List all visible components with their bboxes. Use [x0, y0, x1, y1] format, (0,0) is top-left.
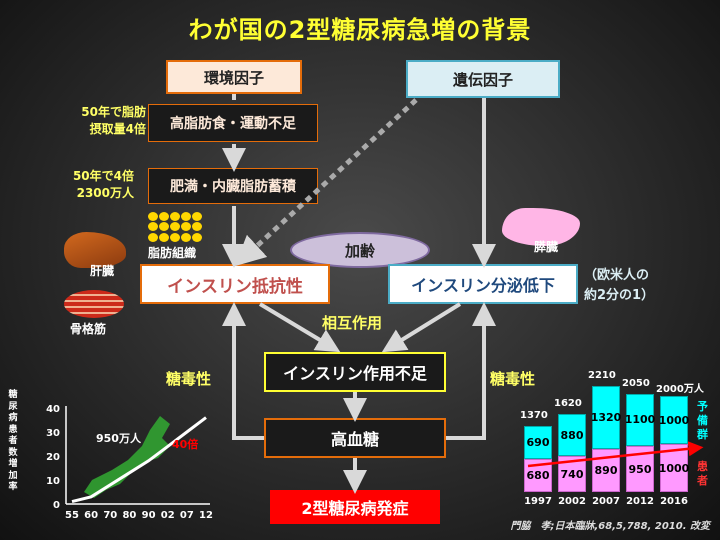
- line-series: [71, 416, 207, 504]
- legend-pre-char2: 備: [697, 414, 708, 427]
- bar-total-label: 1620: [554, 398, 582, 410]
- gene-factor-box: 遺伝因子: [406, 60, 560, 98]
- bar-total-label: 1370: [520, 410, 548, 422]
- arrow-resistance-deficiency: [258, 302, 341, 353]
- arrow-glucotox-right: [446, 302, 496, 440]
- bar-prediabetes: 1320: [591, 385, 621, 450]
- muscle-label: 骨格筋: [70, 322, 107, 336]
- liver-icon: [64, 232, 126, 268]
- bar-category-label: 2002: [558, 496, 586, 507]
- line-xtick: 12: [199, 510, 213, 520]
- bar-prediabetes: 690: [524, 426, 552, 460]
- bar-prediabetes: 1100: [625, 393, 655, 447]
- pancreas-icon: [502, 208, 580, 246]
- liver-label: 肝臓: [90, 264, 115, 278]
- insulin-deficiency-box: インスリン作用不足: [264, 352, 446, 392]
- line-ytick: 40: [46, 404, 60, 415]
- line-xtick: 55: [65, 510, 79, 520]
- line-chart-ylabel: 糖尿病患者数増加率: [8, 390, 18, 492]
- high-fat-box: 高脂肪食・運動不足: [148, 104, 318, 142]
- japan-map-icon: [84, 416, 170, 498]
- legend-pre-char1: 予: [697, 400, 708, 413]
- bar-total-label: 2050: [622, 377, 650, 389]
- obesity-box: 肥満・内臓脂肪蓄積: [148, 168, 318, 204]
- legend-pat-char2: 者: [697, 474, 708, 487]
- line-ytick: 20: [46, 452, 60, 463]
- western-note-line2: 約2分の1）: [584, 288, 655, 303]
- legend-pat-char1: 患: [697, 460, 708, 473]
- line-ytick: 30: [46, 428, 60, 439]
- line-annotation-ratio: 40倍: [172, 438, 199, 451]
- bar-total-label: 2000万人: [656, 384, 704, 395]
- line-xtick: 02: [161, 510, 175, 520]
- pancreas-label: 膵臓: [534, 240, 559, 254]
- legend-pre-char3: 群: [697, 428, 708, 441]
- glucotoxicity-right-label: 糖毒性: [490, 370, 536, 388]
- note-fat-line2: 摂取量4倍: [89, 122, 146, 136]
- bar-category-label: 2016: [660, 496, 688, 507]
- page-title: わが国の2型糖尿病急増の背景: [188, 16, 532, 44]
- bar-category-label: 2012: [626, 496, 654, 507]
- citation: 門脇 孝;日本臨牀,68,5,788, 2010. 改変: [510, 521, 710, 532]
- bar-category-label: 2007: [592, 496, 620, 507]
- muscle-icon: [64, 290, 124, 318]
- fat-tissue-label: 脂肪組織: [148, 246, 197, 260]
- fat-tissue-icon: [148, 212, 204, 242]
- line-xtick: 90: [142, 510, 156, 520]
- trend-arrow: [527, 441, 704, 468]
- note-obese-line1: 50年で4倍: [72, 169, 134, 183]
- line-xtick: 60: [84, 510, 98, 520]
- line-xtick: 80: [122, 510, 136, 520]
- bar-prediabetes: 880: [558, 414, 586, 457]
- bar-total-label: 2210: [588, 369, 616, 381]
- arrow-gene-resistance-dashed: [234, 98, 418, 267]
- line-chart: 40 30 20 10 0 55 60 70 80 90 02 07 12: [46, 404, 213, 520]
- env-factor-box: 環境因子: [166, 60, 302, 94]
- line-ytick: 0: [53, 500, 60, 511]
- line-annotation-count: 950万人: [96, 432, 141, 445]
- bar-prediabetes: 1000: [659, 396, 689, 444]
- aging-ellipse: 加齢: [290, 232, 430, 268]
- line-xtick: 70: [103, 510, 117, 520]
- line-xtick: 07: [180, 510, 194, 520]
- note-fat-line1: 50年で脂肪: [81, 105, 146, 119]
- western-note-line1: （欧米人の: [584, 268, 650, 283]
- interaction-label: 相互作用: [322, 314, 383, 332]
- diabetes-onset-box: 2型糖尿病発症: [270, 490, 440, 524]
- note-obese-line2: 2300万人: [76, 186, 134, 200]
- arrow-secretion-deficiency: [381, 302, 462, 353]
- line-ytick: 10: [46, 476, 60, 487]
- bar-category-label: 1997: [524, 496, 552, 507]
- arrow-glucotox-left: [222, 302, 264, 440]
- glucotoxicity-left-label: 糖毒性: [166, 370, 212, 388]
